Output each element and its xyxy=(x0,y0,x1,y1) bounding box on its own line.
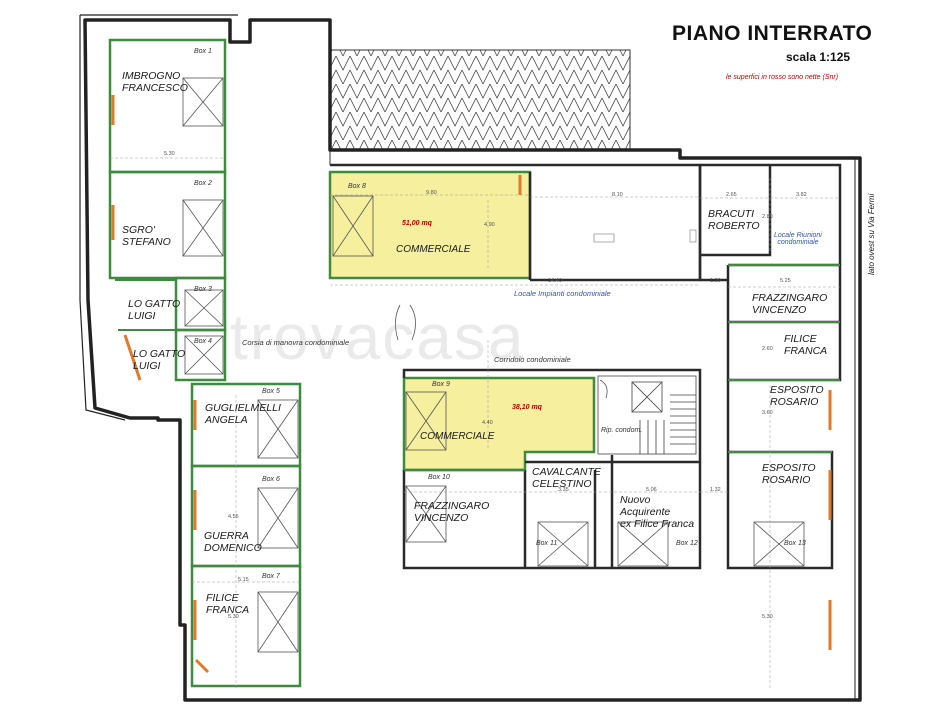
box-3-label: Box 3 xyxy=(194,286,212,293)
dim-label: 5.30 xyxy=(762,614,773,620)
watermark: trovacasa xyxy=(230,301,526,373)
dim-label: 3.82 xyxy=(796,192,807,198)
box-9-label: Box 9 xyxy=(432,381,450,388)
box-10-label: Box 10 xyxy=(428,474,450,481)
plan-title: PIANO INTERRATO xyxy=(672,22,873,45)
box-7-label: Box 7 xyxy=(262,573,280,580)
commercial-upper-fill xyxy=(328,170,532,280)
box-8-label: Box 8 xyxy=(348,183,366,190)
dim-label: 2.65 xyxy=(726,192,737,198)
dim-label: 8.10 xyxy=(612,192,623,198)
dim-label: 5.25 xyxy=(780,278,791,284)
commercial-upper-area: 51,00 mq xyxy=(402,220,432,227)
impianti-label: Locale Impianti condominiale xyxy=(514,289,611,298)
dim-label: 1.20 xyxy=(710,278,721,284)
ramp-hatch xyxy=(329,49,631,151)
dim-label: 5.06 xyxy=(646,487,657,493)
side-label: lato ovest su Via Fermi xyxy=(867,193,876,275)
dimension-lines xyxy=(110,157,840,690)
box-4-label: Box 4 xyxy=(194,338,212,345)
box-11-label: Box 11 xyxy=(536,540,558,547)
dim-label: 9.80 xyxy=(426,190,437,196)
dim-label: 5.15 xyxy=(238,577,249,583)
dim-label: 3.35 xyxy=(558,487,569,493)
dim-label: 5.30 xyxy=(228,614,239,620)
dim-label: 4.55 xyxy=(228,514,239,520)
box-6-label: Box 6 xyxy=(262,476,280,483)
box-1-label: Box 1 xyxy=(194,48,212,55)
dim-label: 4.40 xyxy=(482,420,493,426)
plan-scale: scala 1:125 xyxy=(786,50,851,64)
commercial-upper-label: COMMERCIALE xyxy=(396,244,471,255)
corsia-label: Corsia di manovra condominiale xyxy=(242,338,350,347)
commercial-lower-label: COMMERCIALE xyxy=(420,431,495,442)
corridoio-label: Corridoio condominiale xyxy=(494,355,571,364)
dim-label: 5.30 xyxy=(164,151,175,157)
dim-label: 3.60 xyxy=(762,410,773,416)
box-5-label: Box 5 xyxy=(262,388,280,395)
building-outline xyxy=(83,18,862,702)
plan-note: le superfici in rosso sono nette (Snr) xyxy=(726,74,839,81)
commercial-lower-area: 38,10 mq xyxy=(512,404,542,411)
dim-label: 2.80 xyxy=(762,214,773,220)
ripostiglio-label: Rip. condom. xyxy=(601,427,643,434)
owner-sgro: SGRO'STEFANO xyxy=(122,224,171,248)
dim-label: 1.32 xyxy=(710,487,721,493)
dim-label: 2.60 xyxy=(762,346,773,352)
box-13-label: Box 13 xyxy=(784,540,806,547)
dim-label: 4.90 xyxy=(484,222,495,228)
door-marks xyxy=(111,95,832,674)
box-2-label: Box 2 xyxy=(194,180,212,187)
dim-label: 14.40 xyxy=(548,278,562,284)
stairwell xyxy=(597,375,697,455)
box-12-label: Box 12 xyxy=(676,540,698,547)
left-boxes xyxy=(108,38,302,688)
